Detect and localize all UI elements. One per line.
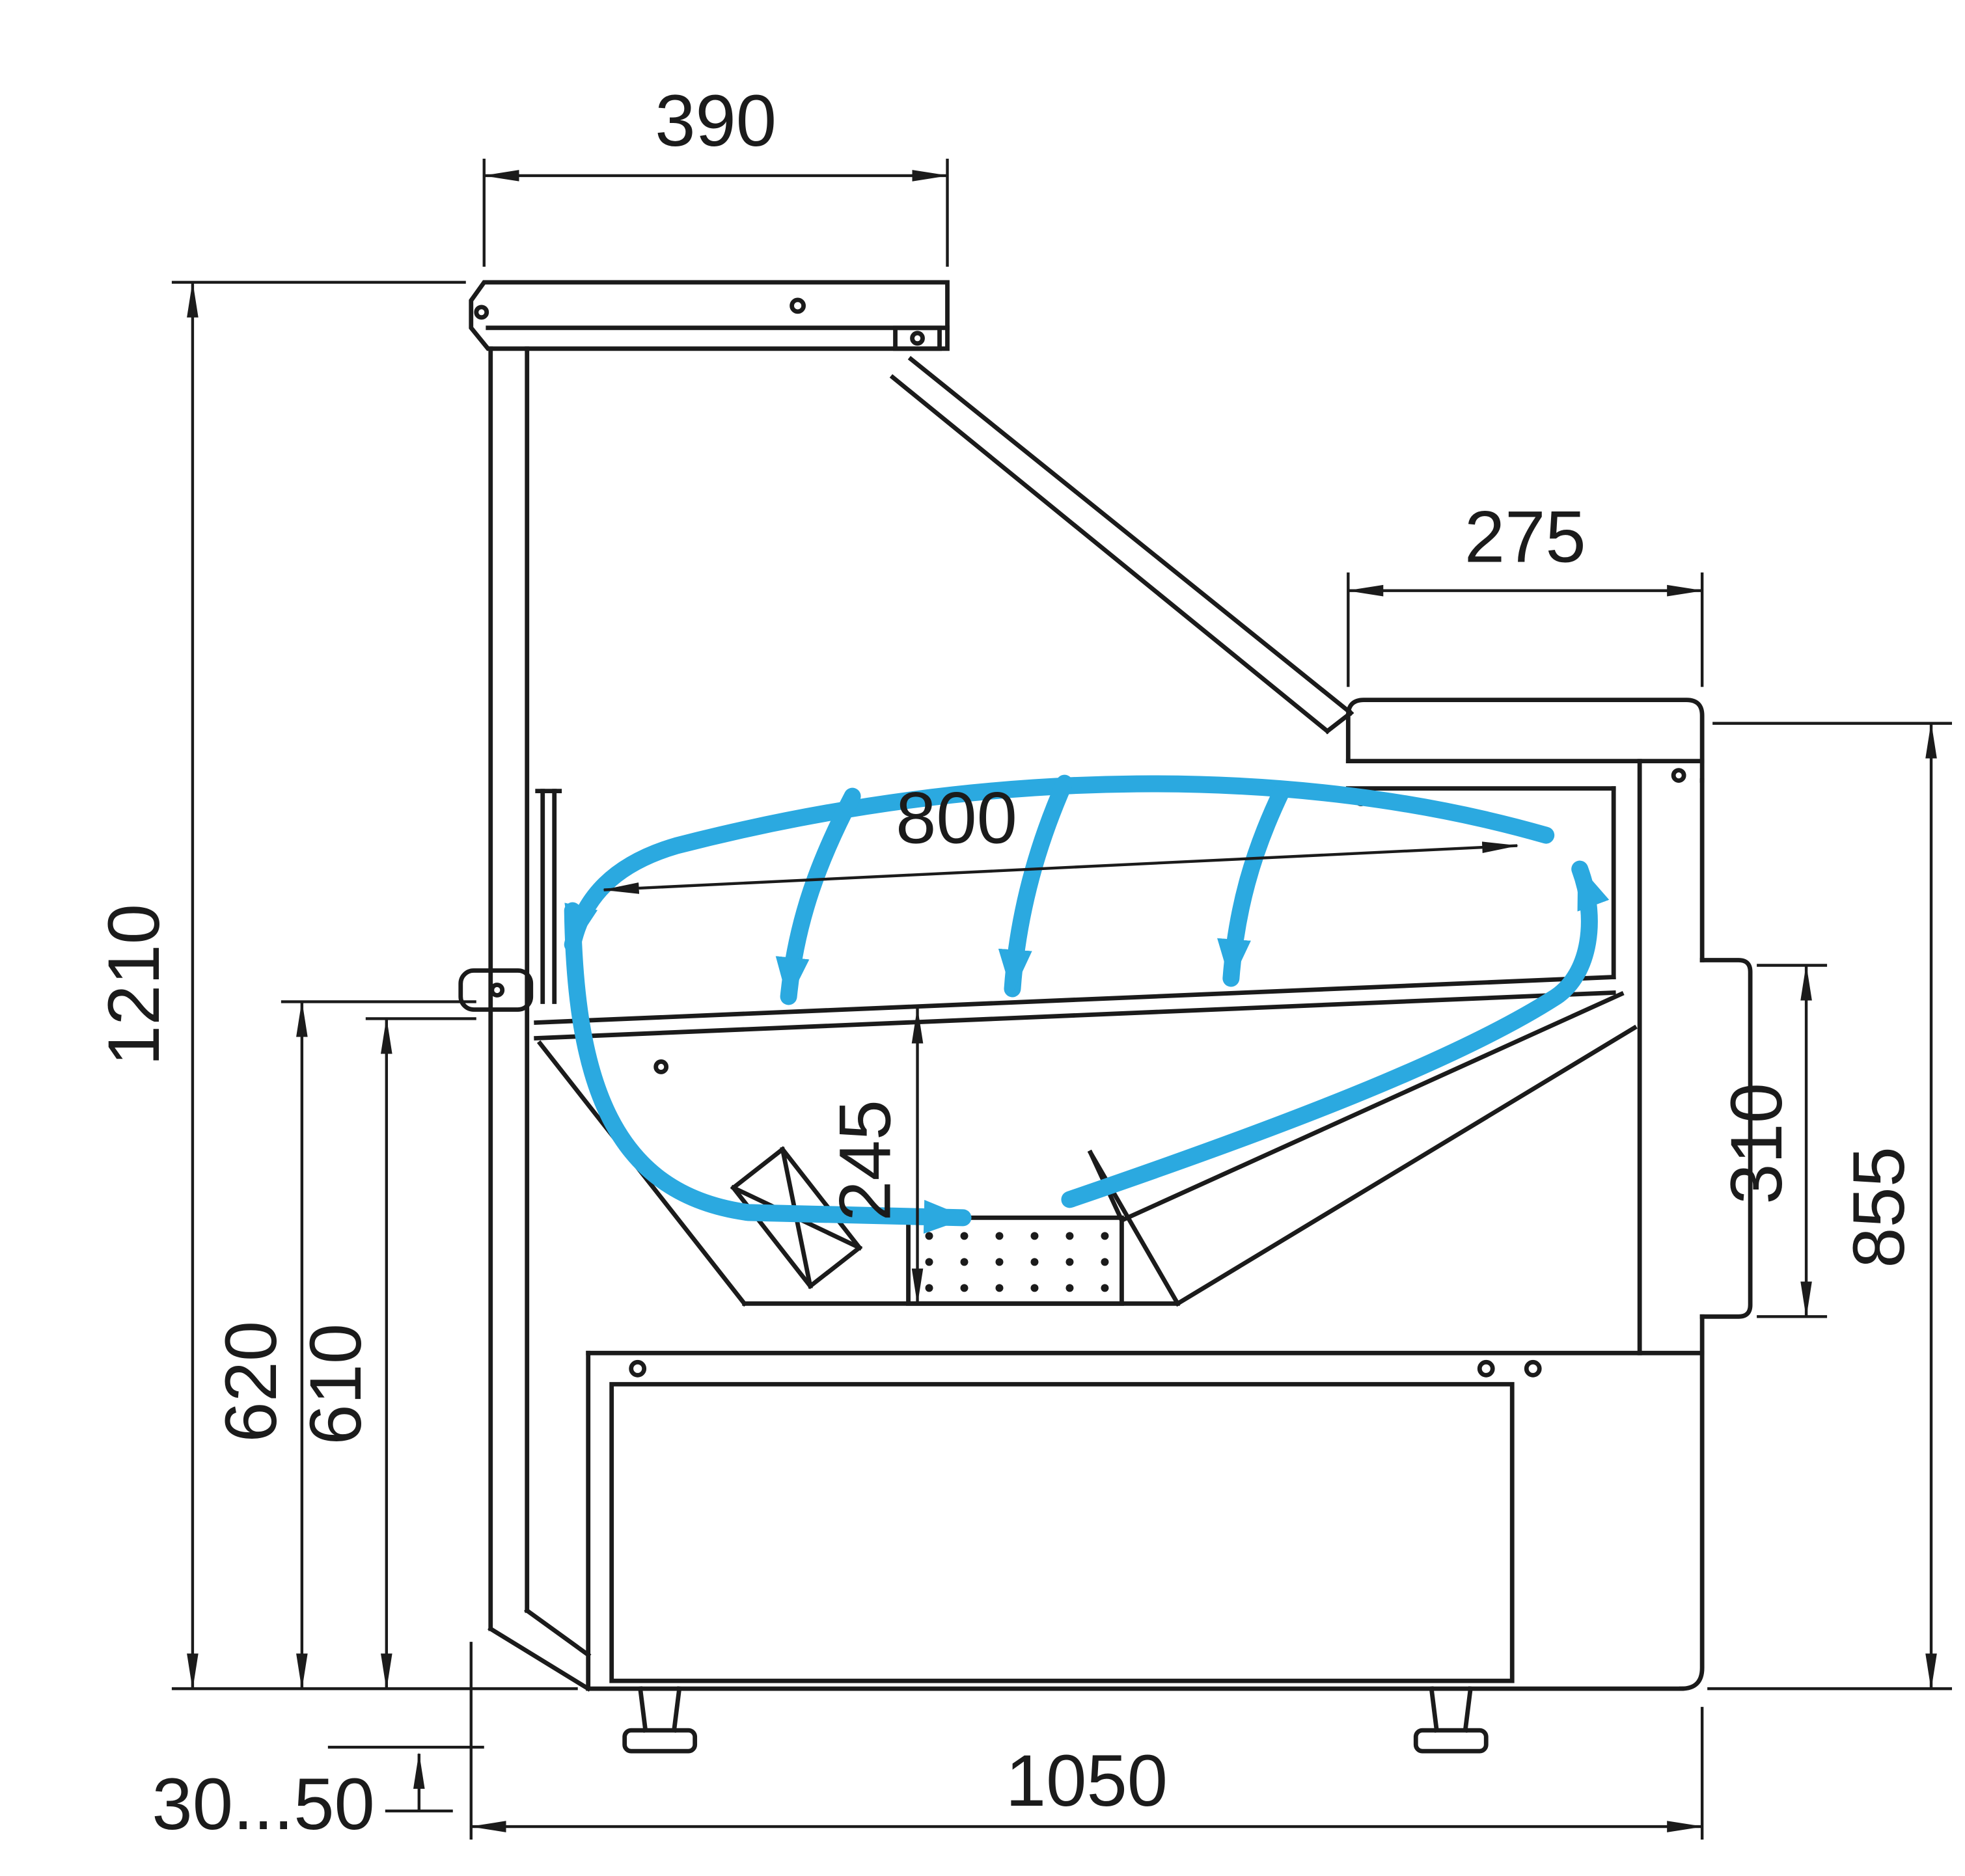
dimension-label-1210: 1210	[93, 904, 174, 1066]
dimension-275: 275	[1347, 496, 1704, 687]
dimension-245: 245	[825, 1007, 924, 1305]
dimension-label-610: 610	[295, 1324, 376, 1445]
dimension-610: 610	[295, 1017, 476, 1691]
air-return-bottom	[564, 902, 972, 1234]
dimension-label-855: 855	[1838, 1147, 1919, 1268]
dimension-label-390: 390	[655, 80, 776, 161]
dimension-label-800: 800	[896, 778, 1017, 859]
rear-riser	[458, 789, 562, 1012]
dimension-label-310: 310	[1716, 1083, 1797, 1204]
air-duct	[536, 990, 1638, 1307]
dimension-800: 800	[602, 778, 1519, 894]
lower-cabinet	[586, 1350, 1705, 1691]
display-deck	[534, 974, 1616, 1074]
dimension-310: 310	[1716, 964, 1828, 1318]
dimension-390: 390	[482, 80, 949, 267]
right-wall	[1679, 778, 1753, 1691]
dimension-label-1050: 1050	[1006, 1740, 1168, 1821]
left-foot	[622, 1686, 698, 1754]
dimension-620: 620	[210, 1000, 476, 1691]
air-rise-right	[1061, 860, 1610, 1208]
air-curtain-branch-2	[998, 774, 1073, 998]
dimension-label-245: 245	[825, 1100, 906, 1221]
dimension-label-620: 620	[210, 1321, 292, 1443]
dimension-1050: 1050	[469, 1642, 1704, 1840]
dimension-1210: 1210	[93, 280, 578, 1691]
canopy	[469, 280, 950, 351]
right-shelf	[1345, 698, 1705, 1355]
air-curtain-branch-3	[1217, 782, 1291, 987]
perforated-plate	[906, 1215, 1124, 1306]
case-structure	[458, 280, 1753, 1754]
perforation-holes	[925, 1232, 1109, 1292]
dimension-855: 855	[1707, 722, 1952, 1691]
dimension-30-50: 30...50	[152, 1745, 484, 1845]
front-glass	[889, 356, 1369, 806]
dimension-label-30-50: 30...50	[152, 1763, 374, 1845]
dimension-label-275: 275	[1464, 496, 1586, 578]
right-foot	[1413, 1686, 1489, 1754]
